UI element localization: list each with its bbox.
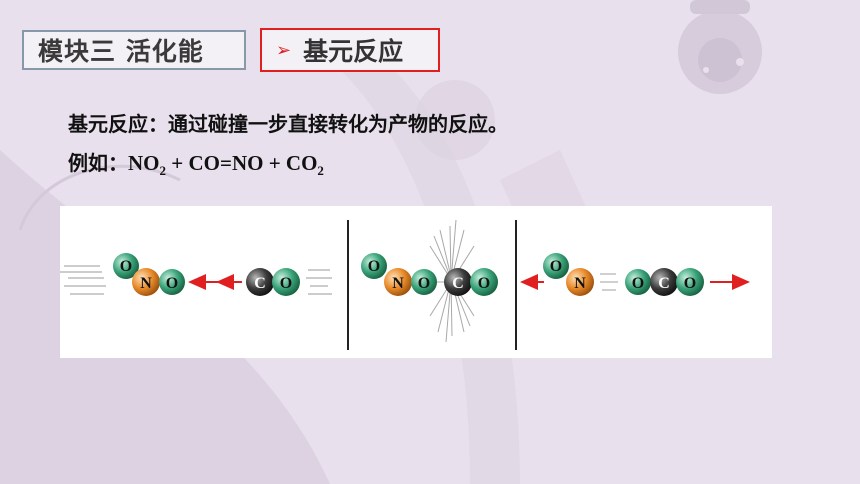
definition-text: 基元反应：通过碰撞一步直接转化为产物的反应。	[68, 112, 508, 136]
topic-title-box: ➢ 基元反应	[260, 28, 440, 72]
module-title: 模块三 活化能	[38, 37, 204, 66]
label-o-4: O	[368, 258, 380, 275]
collision-diagram: O N O C O O N O C O O N O C O	[60, 206, 772, 358]
label-c-1: C	[254, 275, 266, 292]
equals-sign: =	[219, 151, 232, 175]
label-o-7: O	[550, 258, 562, 275]
label-o-6: O	[478, 275, 490, 292]
reactant-co: CO	[188, 151, 220, 175]
label-o-3: O	[280, 275, 292, 292]
label-o-9: O	[684, 275, 696, 292]
label-o-2: O	[166, 275, 178, 292]
product-co2: CO	[285, 151, 318, 175]
reactant-no2: NO	[128, 151, 160, 175]
label-o-5: O	[418, 275, 430, 292]
label-c-3: C	[658, 275, 670, 292]
example-prefix: 例如：	[68, 151, 128, 175]
label-o-8: O	[632, 275, 644, 292]
panel-collision	[361, 219, 498, 343]
label-c-2: C	[452, 275, 464, 292]
reactant-no2-subscript: 2	[159, 163, 167, 179]
arrowhead-bullet-icon: ➢	[276, 39, 292, 61]
example-line: 例如：NO2 + CO=NO + CO2	[68, 147, 324, 179]
product-co2-subscript: 2	[317, 163, 324, 179]
topic-title: 基元反应	[303, 37, 404, 66]
chemical-equation: NO2 + CO=NO + CO2	[128, 151, 324, 179]
label-n-1: N	[140, 275, 152, 292]
panel-after-collision	[520, 253, 750, 296]
plus-sign-1: +	[166, 151, 189, 175]
product-no: NO	[231, 151, 264, 175]
label-n-3: N	[574, 275, 586, 292]
label-o-1: O	[120, 258, 132, 275]
label-n-2: N	[392, 275, 404, 292]
panel-before-collision	[60, 253, 332, 296]
plus-sign-2: +	[263, 151, 286, 175]
module-title-box: 模块三 活化能	[22, 30, 246, 70]
